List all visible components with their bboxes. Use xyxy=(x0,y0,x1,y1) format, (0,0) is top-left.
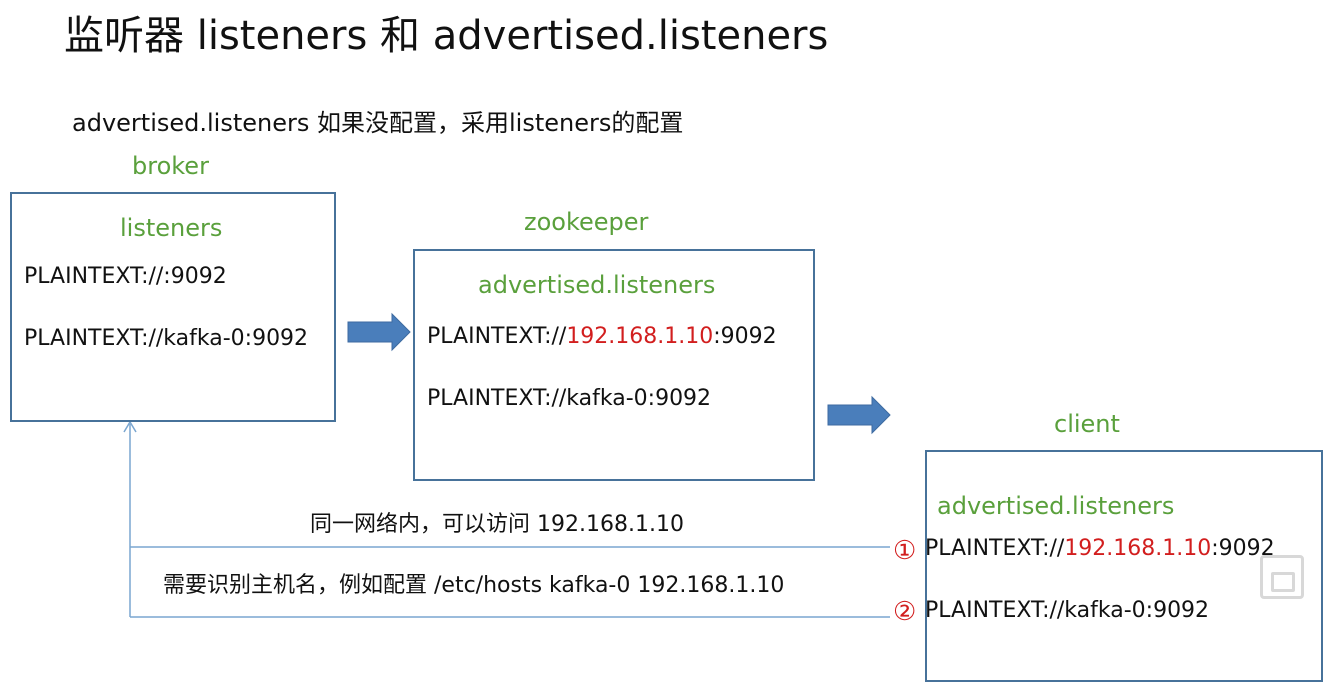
zookeeper-label: zookeeper xyxy=(524,208,649,236)
zookeeper-entry-2: PLAINTEXT://kafka-0:9092 xyxy=(427,386,712,411)
connector-arrowhead xyxy=(123,420,137,433)
client-label: client xyxy=(1054,410,1120,438)
note-same-network: 同一网络内，可以访问 192.168.1.10 xyxy=(310,512,684,537)
zookeeper-entry-1: PLAINTEXT://192.168.1.10:9092 xyxy=(427,322,777,352)
client-marker-1: ① xyxy=(893,536,917,566)
broker-section-label: listeners xyxy=(120,214,223,242)
client-entry-1-ip: 192.168.1.10 xyxy=(1064,536,1212,561)
client-marker-2: ② xyxy=(893,597,917,627)
client-section-label: advertised.listeners xyxy=(937,492,1175,520)
zookeeper-entry-1-ip: 192.168.1.10 xyxy=(566,324,714,349)
broker-entry-1: PLAINTEXT://:9092 xyxy=(24,264,227,289)
client-entry-1-prefix: PLAINTEXT:// xyxy=(925,536,1065,561)
client-entry-1: PLAINTEXT://192.168.1.10:9092 xyxy=(925,534,1275,564)
page-subtitle: advertised.listeners 如果没配置，采用listeners的配… xyxy=(72,109,684,137)
arrow-broker-to-zookeeper xyxy=(347,312,411,352)
arrow-zookeeper-to-client xyxy=(827,395,891,435)
zookeeper-entry-1-suffix: :9092 xyxy=(713,324,777,349)
page-title: 监听器 listeners 和 advertised.listeners xyxy=(64,13,829,59)
broker-entry-2: PLAINTEXT://kafka-0:9092 xyxy=(24,326,309,351)
zookeeper-entry-1-prefix: PLAINTEXT:// xyxy=(427,324,567,349)
client-box: advertised.listeners xyxy=(925,450,1323,682)
note-hostname: 需要识别主机名，例如配置 /etc/hosts kafka-0 192.168.… xyxy=(163,573,785,598)
broker-label: broker xyxy=(132,152,209,180)
broker-box: listeners PLAINTEXT://:9092 PLAINTEXT://… xyxy=(10,192,336,422)
client-entry-2: PLAINTEXT://kafka-0:9092 xyxy=(925,598,1210,623)
watermark-icon xyxy=(1260,555,1304,599)
zookeeper-box: advertised.listeners PLAINTEXT://192.168… xyxy=(413,249,815,481)
zookeeper-section-label: advertised.listeners xyxy=(478,271,716,299)
